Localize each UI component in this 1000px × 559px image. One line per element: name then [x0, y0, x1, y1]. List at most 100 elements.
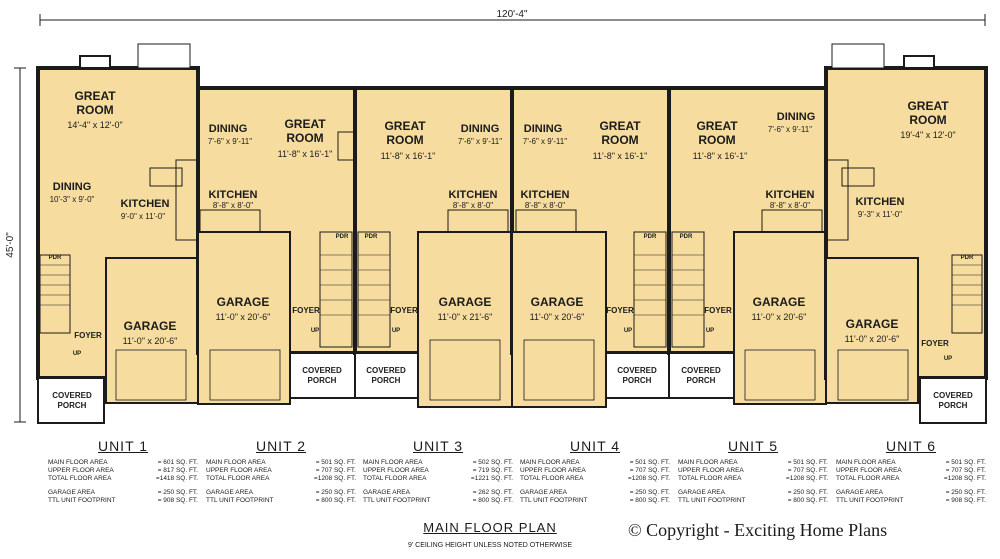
unit-2-footprint-label: TTL UNIT FOOTPRINT [206, 497, 274, 504]
u2-kitchen-label: KITCHEN [209, 189, 258, 201]
unit-1-garage-value: = 250 SQ. FT. [157, 489, 198, 496]
unit-1-main-value: = 601 SQ. FT. [157, 459, 198, 466]
u4-great-label-1: GREAT [599, 119, 641, 133]
unit-4-main-value: = 501 SQ. FT. [629, 459, 670, 466]
u1-porch-label-1: COVERED [52, 391, 92, 400]
unit-2-upper-value: = 707 SQ. FT. [315, 467, 356, 474]
u2-porch-label-1: COVERED [302, 366, 342, 375]
unit-3-main-value: = 502 SQ. FT. [472, 459, 513, 466]
unit-4-summary: UNIT 4 MAIN FLOOR AREA= 501 SQ. FT. UPPE… [520, 438, 670, 505]
u4-kitchen-label: KITCHEN [521, 189, 570, 201]
ceiling-height-note: 9' CEILING HEIGHT UNLESS NOTED OTHERWISE [407, 542, 573, 549]
unit-3-total-label: TOTAL FLOOR AREA [363, 475, 427, 482]
unit-1-garage-label: GARAGE AREA [48, 489, 95, 496]
u5-dining-label: DINING [777, 111, 816, 123]
u6-kitchen-dim: 9'-3" x 11'-0" [858, 210, 902, 219]
u2-garage-dim: 11'-0" x 20'-6" [216, 312, 271, 322]
unit-2-upper-label: UPPER FLOOR AREA [206, 467, 272, 474]
unit-5-upper-value: = 707 SQ. FT. [787, 467, 828, 474]
u1-up-label: UP [73, 351, 81, 357]
unit-3-upper-label: UPPER FLOOR AREA [363, 467, 429, 474]
u1-porch-label-2: PORCH [58, 401, 87, 410]
u3-pdr-label: PDR [365, 234, 378, 240]
unit-4-footprint-value: = 800 SQ. FT. [629, 497, 670, 504]
u4-porch-label-1: COVERED [617, 366, 657, 375]
u5-great-label-1: GREAT [696, 119, 738, 133]
u6-porch-label-1: COVERED [933, 391, 973, 400]
unit-3-main-label: MAIN FLOOR AREA [363, 459, 423, 466]
unit-4-main-label: MAIN FLOOR AREA [520, 459, 580, 466]
u5-pdr-label: PDR [680, 234, 693, 240]
unit-6-title: UNIT 6 [885, 438, 937, 454]
u4-dining-label: DINING [524, 123, 563, 135]
unit-6-main-value: = 501 SQ. FT. [945, 459, 986, 466]
unit-2-footprint-value: = 800 SQ. FT. [315, 497, 356, 504]
unit-6-total-value: =1208 SQ. FT. [943, 475, 986, 482]
floor-plan-drawing: 120'-4" 45'-0" GREAT ROOM 14'-4" x 12'-0… [5, 9, 988, 424]
unit-3-footprint-label: TTL UNIT FOOTPRINT [363, 497, 431, 504]
u1-kitchen-label: KITCHEN [121, 198, 170, 210]
u2-dining-dim: 7'-6" x 9'-11" [208, 137, 252, 146]
unit-1-total-value: =1418 SQ. FT. [155, 475, 198, 482]
u6-great-label-1: GREAT [907, 99, 949, 113]
u6-porch-label-2: PORCH [939, 401, 968, 410]
unit-1-footprint-label: TTL UNIT FOOTPRINT [48, 497, 116, 504]
unit-2-total-label: TOTAL FLOOR AREA [206, 475, 270, 482]
unit-2-plan [196, 86, 357, 405]
unit-6-main-label: MAIN FLOOR AREA [836, 459, 896, 466]
u2-great-label-1: GREAT [284, 117, 326, 131]
unit-1-summary: UNIT 1 MAIN FLOOR AREA= 601 SQ. FT. UPPE… [48, 438, 198, 505]
unit-1-upper-value: = 817 SQ. FT. [157, 467, 198, 474]
unit-2-main-value: = 501 SQ. FT. [315, 459, 356, 466]
u3-kitchen-label: KITCHEN [449, 189, 498, 201]
unit-5-footprint-label: TTL UNIT FOOTPRINT [678, 497, 746, 504]
unit-2-total-value: =1208 SQ. FT. [313, 475, 356, 482]
unit-5-footprint-value: = 800 SQ. FT. [787, 497, 828, 504]
unit-1-total-label: TOTAL FLOOR AREA [48, 475, 112, 482]
unit-5-total-value: =1208 SQ. FT. [785, 475, 828, 482]
unit-3-garage-label: GARAGE AREA [363, 489, 410, 496]
unit-3-title: UNIT 3 [412, 438, 464, 454]
unit-6-plan [824, 43, 988, 424]
u3-porch-label-2: PORCH [372, 376, 401, 385]
unit-4-total-label: TOTAL FLOOR AREA [520, 475, 584, 482]
unit-6-garage-label: GARAGE AREA [836, 489, 883, 496]
unit-6-footprint-label: TTL UNIT FOOTPRINT [836, 497, 904, 504]
u6-garage-dim: 11'-0" x 20'-6" [845, 334, 900, 344]
unit-5-main-value: = 501 SQ. FT. [787, 459, 828, 466]
overall-width-dimension: 120'-4" [39, 9, 986, 26]
unit-5-plan [667, 86, 828, 405]
unit-5-garage-label: GARAGE AREA [678, 489, 725, 496]
u1-great-dim: 14'-4" x 12'-0" [67, 120, 122, 130]
unit-2-garage-value: = 250 SQ. FT. [315, 489, 356, 496]
overall-width-label: 120'-4" [496, 9, 527, 20]
unit-1-title: UNIT 1 [97, 438, 149, 454]
u3-great-label-1: GREAT [384, 119, 426, 133]
u4-garage-dim: 11'-0" x 20'-6" [530, 312, 585, 322]
u2-garage-label: GARAGE [217, 295, 270, 309]
unit-4-upper-value: = 707 SQ. FT. [629, 467, 670, 474]
u3-dining-label: DINING [461, 123, 500, 135]
unit-6-footprint-value: = 908 SQ. FT. [945, 497, 986, 504]
u1-great-label-1: GREAT [74, 89, 116, 103]
u4-up-label: UP [624, 328, 632, 334]
u2-great-dim: 11'-8" x 16'-1" [278, 149, 333, 159]
u2-up-label: UP [311, 328, 319, 334]
unit-2-garage-label: GARAGE AREA [206, 489, 253, 496]
u2-porch-label-2: PORCH [308, 376, 337, 385]
u5-garage-label: GARAGE [753, 295, 806, 309]
unit-4-plan [510, 86, 687, 408]
u3-great-label-2: ROOM [386, 133, 423, 147]
unit-5-title: UNIT 5 [727, 438, 779, 454]
u3-garage-dim: 11'-0" x 21'-6" [438, 312, 493, 322]
u4-pdr-label: PDR [644, 234, 657, 240]
u6-great-dim: 19'-4" x 12'-0" [900, 130, 955, 140]
u2-kitchen-dim: 8'-8" x 8'-0" [213, 201, 253, 210]
main-floor-plan-title: MAIN FLOOR PLAN [423, 520, 557, 535]
u3-porch-label-1: COVERED [366, 366, 406, 375]
unit-4-upper-label: UPPER FLOOR AREA [520, 467, 586, 474]
u4-garage-label: GARAGE [531, 295, 584, 309]
unit-6-garage-value: = 250 SQ. FT. [945, 489, 986, 496]
unit-6-upper-label: UPPER FLOOR AREA [836, 467, 902, 474]
u1-dining-dim: 10'-3" x 9'-0" [50, 195, 95, 204]
